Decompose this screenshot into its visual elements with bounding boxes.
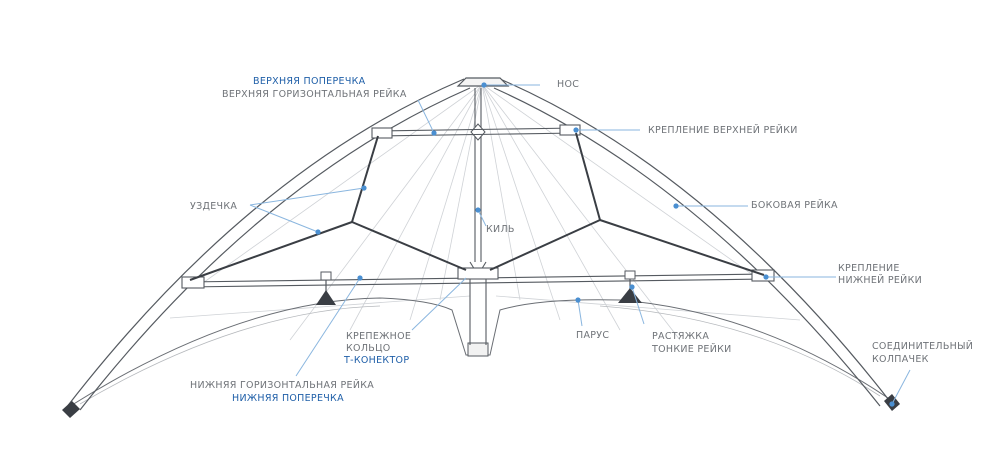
label-lower-spreader-alt: НИЖНЯЯ ПОПЕРЕЧКА	[232, 393, 344, 404]
leader-lines	[249, 84, 911, 405]
label-lower-fitting-2: НИЖНЕЙ РЕЙКИ	[838, 275, 923, 286]
label-nose: НОС	[557, 79, 580, 90]
label-standoffs-1: РАСТЯЖКА	[652, 331, 710, 342]
label-end-cap-1: СОЕДИНИТЕЛЬНЫЙ	[872, 341, 974, 352]
label-top-spreader-fitting: КРЕПЛЕНИЕ ВЕРХНЕЙ РЕЙКИ	[648, 125, 798, 136]
lower-spreader	[181, 267, 775, 289]
label-lower-spreader: НИЖНЯЯ ГОРИЗОНТАЛЬНАЯ РЕЙКА	[190, 380, 375, 391]
label-lower-fitting-1: КРЕПЛЕНИЕ	[838, 263, 900, 274]
label-connector-ring-1: КРЕПЕЖНОЕ	[346, 331, 412, 342]
sail-trailing-edge	[71, 297, 889, 406]
end-caps	[62, 394, 900, 418]
label-spine: КИЛЬ	[486, 224, 515, 235]
label-connector-ring-2: КОЛЬЦО	[346, 343, 391, 354]
label-bridle: УЗДЕЧКА	[190, 201, 238, 212]
label-top-spreader: ВЕРХНЯЯ ГОРИЗОНТАЛЬНАЯ РЕЙКА	[222, 89, 407, 100]
nose-cap	[456, 77, 510, 87]
label-t-connector: Т-КОНЕКТОР	[344, 355, 410, 366]
label-end-cap-2: КОЛПАЧЕК	[872, 354, 929, 365]
label-standoffs-2: ТОНКИЕ РЕЙКИ	[652, 344, 732, 355]
tail-fitting	[467, 342, 489, 357]
label-sail: ПАРУС	[576, 330, 610, 341]
sail-seams	[169, 83, 801, 341]
bridle-lines	[189, 132, 765, 281]
callout-dots	[315, 82, 895, 407]
label-top-spreader-alt: ВЕРХНЯЯ ПОПЕРЕЧКА	[253, 76, 366, 87]
spine	[469, 88, 487, 345]
label-leading-edge: БОКОВАЯ РЕЙКА	[751, 200, 838, 211]
